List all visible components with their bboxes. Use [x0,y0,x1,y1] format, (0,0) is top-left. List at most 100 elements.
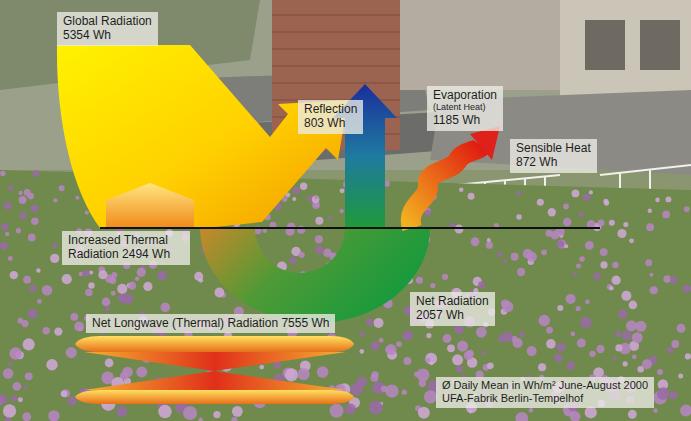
chive-flower [403,357,411,365]
chive-flower [289,257,296,264]
chive-flower [274,362,281,369]
chive-flower [425,353,437,365]
longwave-cross [84,371,346,390]
chive-flower [98,270,107,279]
chive-flower [572,190,580,198]
chive-flower [511,253,519,261]
chive-flower [381,385,387,391]
chive-flower [612,262,619,269]
label-text: Net Longwave (Thermal) Radiation 7555 Wh [92,316,329,330]
label-text: Reflection [304,102,357,116]
chive-flower [23,338,35,350]
chive-flower [417,368,430,381]
wall [400,0,560,90]
chive-flower [21,198,26,203]
chive-flower [481,350,485,354]
chive-flower [665,196,671,202]
chive-flower [402,331,412,341]
longwave-band-top [75,336,354,352]
chive-flower [670,276,678,284]
chive-flower [48,410,59,421]
chive-flower [580,317,591,328]
chive-flower [340,188,345,193]
chive-flower [615,344,622,351]
chive-flower [3,404,16,417]
chive-flower [576,263,581,268]
window [640,20,680,70]
chive-flower [557,240,564,247]
chive-flower [554,353,562,361]
chive-flower [374,318,384,328]
chive-flower [25,372,33,380]
chive-flower [160,302,170,312]
chive-flower [585,300,590,305]
chive-flower [369,401,383,415]
chive-flower [455,225,464,234]
chive-flower [105,359,114,368]
chive-flower [515,412,528,421]
chive-flower [66,347,77,358]
chive-flower [622,331,632,341]
chive-flower [683,284,691,293]
chive-flower [292,197,296,201]
chive-flower [538,315,550,327]
chive-flower [328,216,332,220]
chive-flower [454,324,464,334]
chive-flower [566,361,575,370]
chive-flower [618,309,627,318]
chive-flower [497,252,502,257]
chive-flower [62,389,70,397]
chive-flower [117,284,127,294]
label-text: Sensible Heat [516,141,591,155]
chive-flower [402,389,407,394]
label-text: Ø Daily Mean in Wh/m² June-August 2000 [442,379,648,392]
chive-flower [199,418,203,421]
label-value: 872 Wh [516,155,591,169]
chive-flower [573,271,577,275]
chive-flower [487,363,494,370]
chive-flower [576,306,581,311]
chive-flower [36,268,40,272]
chive-flower [4,202,12,210]
chive-flower [478,281,485,288]
chive-flower [42,327,49,334]
chive-flower [677,324,686,333]
chive-flower [685,353,691,359]
chive-flower [566,294,576,304]
chive-flower [53,198,57,202]
chive-flower [527,252,537,262]
chive-flower [684,206,690,212]
label-text: Increased Thermal Radiation 2494 Wh [68,233,184,262]
chive-flower [5,232,9,236]
chive-flower [8,185,14,191]
chive-flower [88,282,94,288]
chive-flower [61,390,68,397]
chive-flower [128,282,136,290]
chive-flower [28,234,36,242]
chive-flower [600,248,608,256]
chive-flower [68,397,77,406]
chive-flower [600,261,607,268]
chive-flower [213,411,220,418]
chive-flower [650,273,654,277]
chive-flower [70,313,78,321]
chive-flower [385,347,390,352]
chive-flower [487,238,491,242]
chive-flower [529,408,534,413]
chive-flower [317,366,329,378]
chive-flower [0,242,8,250]
chive-flower [74,321,84,331]
chive-flower [541,249,547,255]
chive-flower [657,369,663,375]
chive-flower [632,355,637,360]
chive-flower [632,332,643,343]
chive-flower [585,241,594,250]
chive-flower [459,187,464,192]
label-value: (Latent Heat) [433,102,497,113]
chive-flower [456,365,463,372]
chive-flower [537,199,544,206]
chive-flower [50,254,59,263]
chive-flower [667,347,673,353]
chive-flower [598,220,605,227]
